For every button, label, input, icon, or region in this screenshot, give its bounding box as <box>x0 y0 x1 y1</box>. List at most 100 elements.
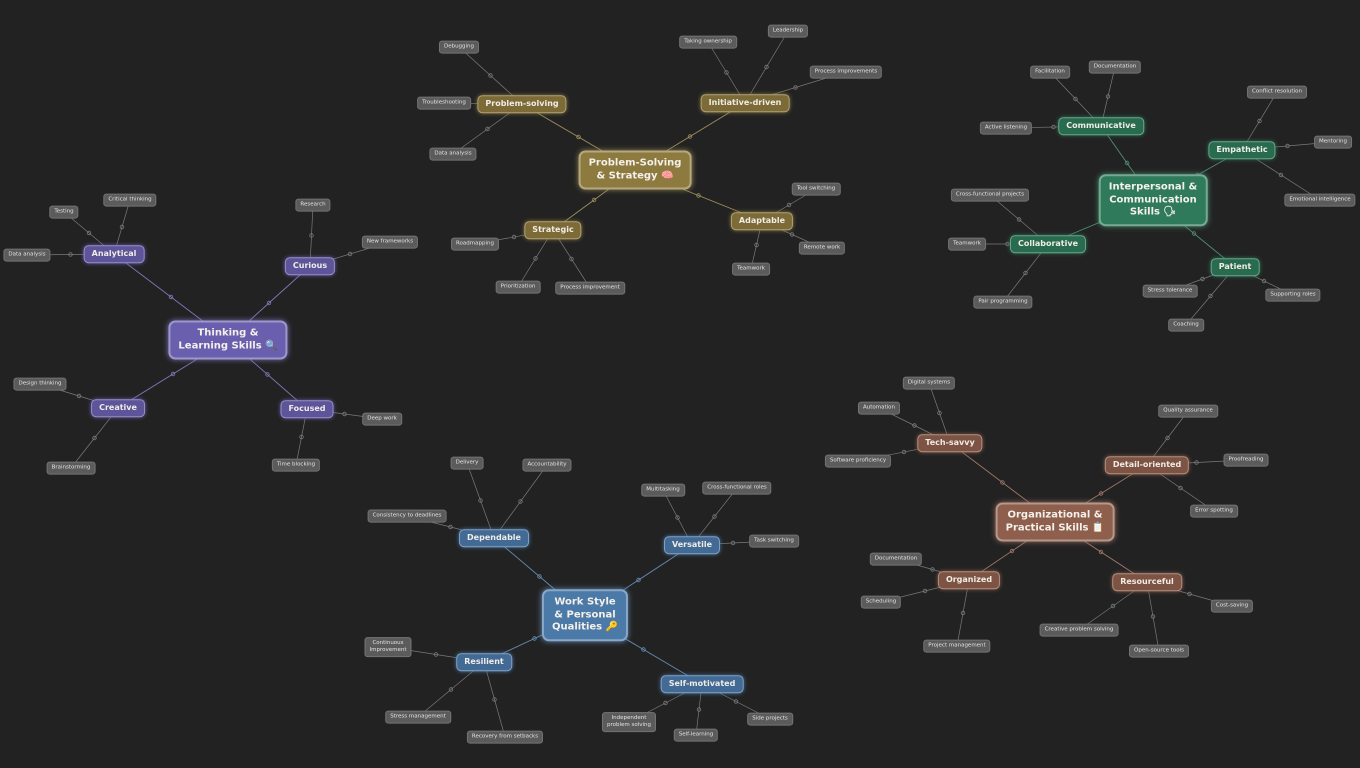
leaf-node[interactable]: Project management <box>923 639 991 653</box>
leaf-node[interactable]: Process improvements <box>809 65 883 79</box>
leaf-node[interactable]: Time blocking <box>271 458 321 472</box>
leaf-node[interactable]: Pair programming <box>973 295 1033 309</box>
leaf-node[interactable]: Cross-functional roles <box>702 481 772 495</box>
leaf-node[interactable]: Facilitation <box>1030 65 1070 79</box>
leaf-node[interactable]: Critical thinking <box>103 193 157 207</box>
branch-node-interpersonal[interactable]: Patient <box>1210 258 1260 276</box>
leaf-node[interactable]: Documentation <box>1088 60 1142 74</box>
leaf-node[interactable]: Deep work <box>362 412 402 426</box>
connector-handle <box>448 524 453 530</box>
root-node-organizational[interactable]: Organizational & Practical Skills 📋 <box>995 502 1115 542</box>
branch-node-problem[interactable]: Strategic <box>524 221 582 239</box>
branch-node-problem[interactable]: Problem-solving <box>477 95 567 113</box>
leaf-node[interactable]: Emotional intelligence <box>1284 193 1356 207</box>
connector-handle <box>937 410 942 416</box>
leaf-node[interactable]: Supporting roles <box>1265 288 1321 302</box>
leaf-node[interactable]: Scheduling <box>860 595 902 609</box>
leaf-node[interactable]: Creative problem solving <box>1039 623 1119 637</box>
leaf-node[interactable]: Open-source tools <box>1129 644 1189 658</box>
node-label: Troubleshooting <box>422 99 466 106</box>
connector-handle <box>1098 491 1104 496</box>
branch-node-workstyle[interactable]: Dependable <box>459 529 529 547</box>
connector-handle <box>789 232 795 237</box>
branch-node-thinking[interactable]: Focused <box>280 400 334 418</box>
node-label: Side projects <box>752 715 788 722</box>
leaf-node[interactable]: Consistency to deadlines <box>367 509 447 523</box>
leaf-node[interactable]: Active listening <box>979 121 1033 135</box>
connector-handle <box>1023 270 1028 276</box>
leaf-node[interactable]: Task switching <box>749 534 799 548</box>
branch-node-interpersonal[interactable]: Communicative <box>1058 117 1144 135</box>
leaf-node[interactable]: Error spotting <box>1190 504 1238 518</box>
leaf-node[interactable]: Prioritization <box>495 280 541 294</box>
leaf-node[interactable]: Taking ownership <box>679 35 737 49</box>
leaf-node[interactable]: Mentoring <box>1314 135 1352 149</box>
leaf-node[interactable]: Brainstorming <box>46 461 96 475</box>
leaf-node[interactable]: Data analysis <box>3 248 51 262</box>
leaf-node[interactable]: Coaching <box>1168 318 1204 332</box>
leaf-node[interactable]: Cross-functional projects <box>950 188 1030 202</box>
leaf-node[interactable]: Proofreading <box>1223 453 1269 467</box>
connector-handle <box>1261 278 1267 284</box>
node-label: Multitasking <box>646 486 680 493</box>
leaf-node[interactable]: Self-learning <box>673 728 719 742</box>
leaf-node[interactable]: Stress tolerance <box>1142 284 1198 298</box>
branch-node-workstyle[interactable]: Self-motivated <box>660 675 744 693</box>
branch-node-organizational[interactable]: Resourceful <box>1112 573 1182 591</box>
leaf-node[interactable]: New frameworks <box>361 235 419 249</box>
leaf-node[interactable]: Cost-saving <box>1210 599 1254 613</box>
leaf-node[interactable]: Remote work <box>798 241 846 255</box>
branch-node-thinking[interactable]: Creative <box>91 399 145 417</box>
leaf-node[interactable]: Research <box>295 198 331 212</box>
node-label: Quality assurance <box>1163 407 1213 414</box>
branch-node-organizational[interactable]: Organized <box>937 571 1001 589</box>
node-label: Critical thinking <box>108 196 152 203</box>
branch-node-interpersonal[interactable]: Empathetic <box>1208 141 1276 159</box>
connector-handle <box>764 64 769 70</box>
connector-handle <box>533 256 538 261</box>
root-node-interpersonal[interactable]: Interpersonal & Communication Skills 🗣 <box>1098 174 1208 226</box>
leaf-node[interactable]: Debugging <box>438 40 480 54</box>
leaf-node[interactable]: Accountability <box>522 458 572 472</box>
branch-node-problem[interactable]: Initiative-driven <box>700 94 790 112</box>
branch-node-thinking[interactable]: Curious <box>284 257 336 275</box>
leaf-node[interactable]: Multitasking <box>641 483 685 497</box>
branch-node-thinking[interactable]: Analytical <box>83 245 145 263</box>
leaf-node[interactable]: Delivery <box>450 456 484 470</box>
root-node-problem[interactable]: Problem-Solving & Strategy 🧠 <box>578 150 692 190</box>
leaf-node[interactable]: Documentation <box>869 552 923 566</box>
node-label: Creative problem solving <box>1044 626 1114 633</box>
connector-handle <box>712 514 717 519</box>
root-node-workstyle[interactable]: Work Style & Personal Qualities 🔑 <box>541 589 629 641</box>
branch-node-problem[interactable]: Adaptable <box>730 212 794 230</box>
branch-node-workstyle[interactable]: Versatile <box>663 536 721 554</box>
leaf-node[interactable]: Teamwork <box>948 237 986 251</box>
leaf-node[interactable]: Recovery from setbacks <box>466 730 544 744</box>
branch-node-organizational[interactable]: Tech-savvy <box>917 434 983 452</box>
leaf-node[interactable]: Data analysis <box>429 147 477 161</box>
leaf-node[interactable]: Quality assurance <box>1158 404 1218 418</box>
node-label: Taking ownership <box>684 38 732 45</box>
branch-node-organizational[interactable]: Detail-oriented <box>1104 456 1190 474</box>
branch-node-workstyle[interactable]: Resilient <box>456 653 512 671</box>
leaf-node[interactable]: Side projects <box>747 712 793 726</box>
leaf-node[interactable]: Automation <box>857 401 901 415</box>
leaf-node[interactable]: Process improvement <box>555 281 625 295</box>
leaf-node[interactable]: Design thinking <box>13 377 67 391</box>
connector-handle <box>569 256 574 262</box>
leaf-node[interactable]: Testing <box>49 205 79 219</box>
leaf-node[interactable]: Leadership <box>767 24 809 38</box>
leaf-node[interactable]: Troubleshooting <box>417 96 471 110</box>
leaf-node[interactable]: Tool switching <box>791 182 841 196</box>
root-node-thinking[interactable]: Thinking & Learning Skills 🔍 <box>168 320 288 360</box>
leaf-node[interactable]: Independent problem solving <box>601 712 657 732</box>
leaf-node[interactable]: Continuous Improvement <box>364 637 412 657</box>
branch-node-interpersonal[interactable]: Collaborative <box>1009 235 1087 253</box>
leaf-node[interactable]: Stress management <box>385 710 451 724</box>
leaf-node[interactable]: Software proficiency <box>824 454 892 468</box>
connector-handle <box>1000 480 1005 485</box>
leaf-node[interactable]: Digital systems <box>902 376 956 390</box>
leaf-node[interactable]: Conflict resolution <box>1247 85 1307 99</box>
leaf-node[interactable]: Roadmapping <box>450 237 500 251</box>
leaf-node[interactable]: Teamwork <box>732 262 770 276</box>
